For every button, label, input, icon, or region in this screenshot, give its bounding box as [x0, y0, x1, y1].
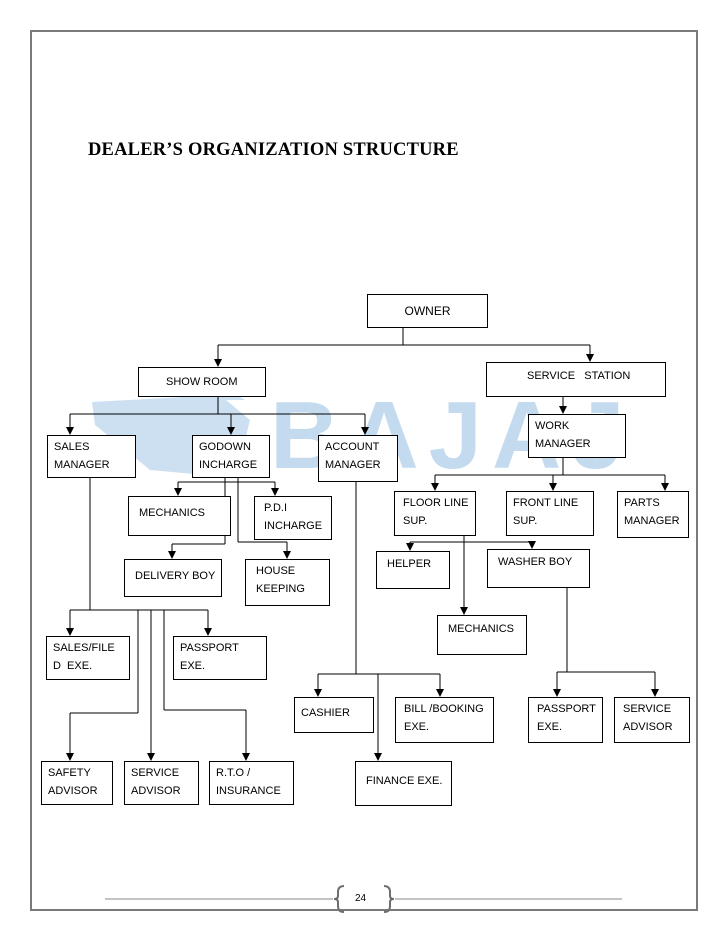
node-line: GODOWN — [199, 441, 251, 453]
node-line: MECHANICS — [139, 507, 206, 519]
node-line: EXE. — [537, 721, 563, 733]
node-service-advisor-left: SERVICE ADVISOR — [124, 761, 199, 805]
node-safety-advisor: SAFETY ADVISOR — [41, 761, 113, 805]
node-mechanics-showroom: MECHANICS — [128, 496, 231, 536]
node-line: SUP. — [403, 515, 428, 527]
node-line: FINANCE EXE. — [366, 775, 443, 787]
node-line: FLOOR LINE — [403, 497, 469, 509]
node-line: SERVICE STATION — [527, 370, 631, 382]
node-line: D EXE. — [53, 660, 93, 672]
node-house-keeping: HOUSE KEEPING — [245, 559, 330, 606]
node-delivery-boy: DELIVERY BOY — [124, 559, 222, 597]
node-line: FRONT LINE — [513, 497, 579, 509]
node-front-line-sup: FRONT LINE SUP. — [506, 491, 594, 536]
node-line: SALES — [54, 441, 90, 453]
node-line: SAFETY — [48, 767, 91, 779]
node-line: SHOW ROOM — [166, 376, 238, 388]
left-brace-icon — [333, 885, 345, 913]
node-line: KEEPING — [256, 583, 305, 595]
page-title: DEALER’S ORGANIZATION STRUCTURE — [88, 140, 459, 160]
node-line: R.T.O / — [216, 767, 251, 779]
node-passport-exe-sales: PASSPORT EXE. — [173, 636, 267, 680]
node-line: P.D.I — [264, 502, 288, 514]
node-line: EXE. — [180, 660, 206, 672]
node-line: OWNER — [404, 304, 451, 318]
node-line: ADVISOR — [131, 785, 181, 797]
node-parts-manager: PARTS MANAGER — [617, 491, 689, 538]
node-line: INSURANCE — [216, 785, 281, 797]
node-line: MANAGER — [535, 438, 591, 450]
node-line: WASHER BOY — [498, 556, 573, 568]
node-service-advisor-right: SERVICE ADVISOR — [614, 697, 690, 743]
node-line: MANAGER — [325, 459, 381, 471]
right-brace-icon — [383, 885, 395, 913]
node-line: PASSPORT — [180, 642, 239, 654]
node-bill-booking-exe: BILL /BOOKING EXE. — [395, 697, 494, 743]
node-sales-manager: SALES MANAGER — [47, 435, 136, 478]
node-washer-boy: WASHER BOY — [487, 549, 590, 588]
node-godown-incharge: GODOWN INCHARGE — [192, 435, 270, 478]
node-line: DELIVERY BOY — [135, 570, 216, 582]
node-floor-line-sup: FLOOR LINE SUP. — [394, 491, 476, 536]
node-line: SERVICE — [623, 703, 672, 715]
node-line: INCHARGE — [199, 459, 258, 471]
node-owner: OWNER — [367, 294, 488, 328]
node-rto-insurance: R.T.O / INSURANCE — [209, 761, 294, 805]
node-line: EXE. — [404, 721, 430, 733]
node-work-manager: WORK MANAGER — [528, 414, 626, 458]
node-line: BILL /BOOKING — [404, 703, 484, 715]
node-helper: HELPER — [376, 551, 450, 589]
node-cashier: CASHIER — [294, 697, 374, 733]
page-border — [30, 30, 698, 911]
node-line: MANAGER — [54, 459, 110, 471]
node-mechanics-service: MECHANICS — [437, 615, 527, 655]
node-line: MANAGER — [624, 515, 680, 527]
node-service-station: SERVICE STATION — [486, 362, 666, 397]
node-line: WORK — [535, 420, 570, 432]
node-account-manager: ACCOUNT MANAGER — [318, 435, 398, 482]
node-line: SUP. — [513, 515, 538, 527]
node-line: HOUSE — [256, 565, 296, 577]
node-line: HELPER — [387, 558, 432, 570]
node-line: CASHIER — [301, 707, 350, 719]
node-finance-exe: FINANCE EXE. — [355, 761, 452, 806]
node-line: SERVICE — [131, 767, 180, 779]
node-line: ADVISOR — [623, 721, 673, 733]
node-line: MECHANICS — [448, 623, 515, 635]
node-line: ADVISOR — [48, 785, 98, 797]
node-line: INCHARGE — [264, 520, 323, 532]
node-line: PASSPORT — [537, 703, 596, 715]
node-sales-field-exe: SALES/FILE D EXE. — [46, 636, 130, 680]
node-pdi-incharge: P.D.I INCHARGE — [254, 496, 332, 540]
node-passport-exe-service: PASSPORT EXE. — [528, 697, 603, 743]
node-show-room: SHOW ROOM — [138, 367, 266, 397]
node-line: PARTS — [624, 497, 660, 509]
page-number: 24 — [355, 893, 367, 904]
node-line: ACCOUNT — [325, 441, 380, 453]
node-line: SALES/FILE — [53, 642, 115, 654]
